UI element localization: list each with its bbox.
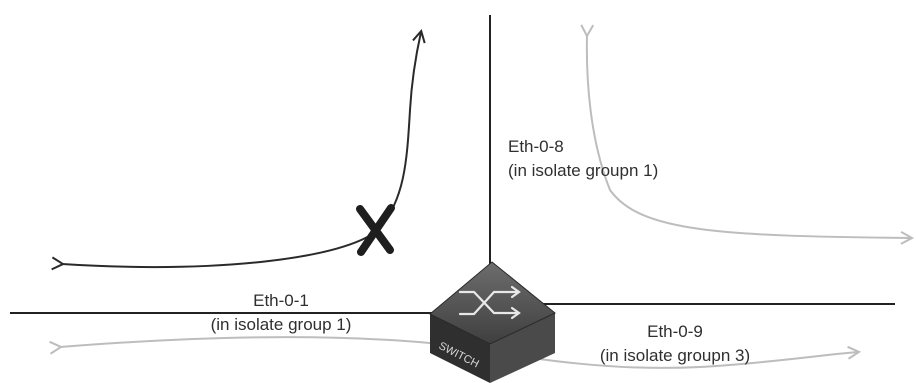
flow-blocked-arrow: [62, 32, 421, 267]
port-name-eth09: Eth-0-9: [647, 322, 703, 341]
port-group-eth01: (in isolate group 1): [210, 315, 352, 334]
port-label-eth01: Eth-0-1 (in isolate group 1): [190, 289, 372, 337]
port-name-eth08: Eth-0-8: [508, 137, 564, 156]
flow-allowed-arrow-eth08: [587, 35, 911, 238]
port-label-eth09: Eth-0-9 (in isolate groupn 3): [580, 320, 770, 368]
port-label-eth08: Eth-0-8 (in isolate groupn 1): [508, 135, 658, 183]
port-group-eth08: (in isolate groupn 1): [508, 161, 659, 180]
blocked-x-icon: [356, 204, 395, 256]
port-name-eth01: Eth-0-1: [253, 291, 309, 310]
crossing-arrows-icon: [458, 285, 521, 320]
switch-icon: SWITCH: [429, 261, 556, 383]
port-group-eth09: (in isolate groupn 3): [599, 346, 751, 365]
